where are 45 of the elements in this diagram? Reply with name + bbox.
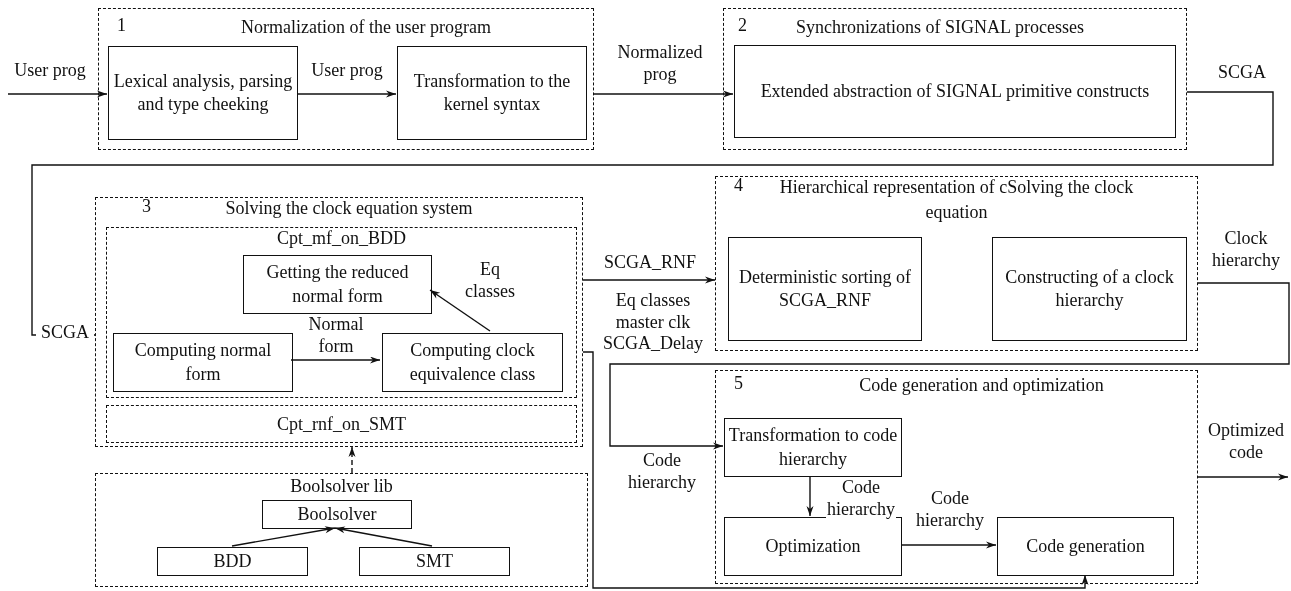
group-title: Solving the clock equation system: [224, 197, 474, 220]
group-title: Synchronizations of SIGNAL processes: [795, 16, 1085, 39]
step-number: 2: [738, 15, 747, 36]
group-title: Hierarchical representation of cSolving the clock equation: [778, 176, 1135, 225]
dashed-group-frame: [95, 473, 588, 587]
process-box: Computing clock equivalence class: [382, 333, 563, 392]
process-box: Lexical analysis, parsing and type cheeking: [108, 46, 298, 140]
arrow: [429, 289, 491, 332]
arrow: [296, 90, 397, 98]
process-box: Deterministic sorting of SCGA_RNF: [728, 237, 922, 341]
process-box: BDD: [157, 547, 308, 576]
group-title: Code generation and optimization: [858, 374, 1105, 397]
edge-label: Code hierarchy: [826, 477, 896, 521]
arrow: [31, 91, 1274, 339]
arrow: [334, 526, 433, 547]
process-box: Extended abstraction of SIGNAL primitive constructs: [734, 45, 1176, 138]
dashed-process-box: Cpt_rnf_on_SMT: [106, 405, 577, 443]
arrow: [231, 526, 336, 547]
group-title: Cpt_mf_on_BDD: [276, 227, 407, 250]
arrow: [582, 351, 1089, 589]
arrow: [1197, 473, 1289, 481]
arrow: [900, 541, 997, 549]
arrow: [348, 446, 356, 474]
dashed-group-frame: [723, 8, 1187, 150]
step-number: 3: [142, 196, 151, 217]
process-box: Constructing of a clock hierarchy: [992, 237, 1187, 341]
arrow: [582, 276, 716, 284]
dashed-group-frame: [715, 176, 1198, 351]
process-box: Code generation: [997, 517, 1174, 576]
arrow: [609, 282, 1290, 450]
step-number: 4: [734, 175, 743, 196]
process-box: Transformation to the kernel syntax: [397, 46, 587, 140]
process-box: Getting the reduced normal form: [243, 255, 432, 314]
process-box: Computing normal form: [113, 333, 293, 392]
process-box: Boolsolver: [262, 500, 412, 529]
arrow: [7, 90, 108, 98]
arrow: [806, 475, 814, 517]
step-number: 5: [734, 373, 743, 394]
arrow: [290, 356, 381, 364]
group-title: Boolsolver lib: [289, 475, 394, 498]
step-number: 1: [117, 15, 126, 36]
arrow: [593, 90, 734, 98]
process-box: Transformation to code hierarchy: [724, 418, 902, 477]
group-title: Normalization of the user program: [240, 16, 492, 39]
process-box: SMT: [359, 547, 510, 576]
